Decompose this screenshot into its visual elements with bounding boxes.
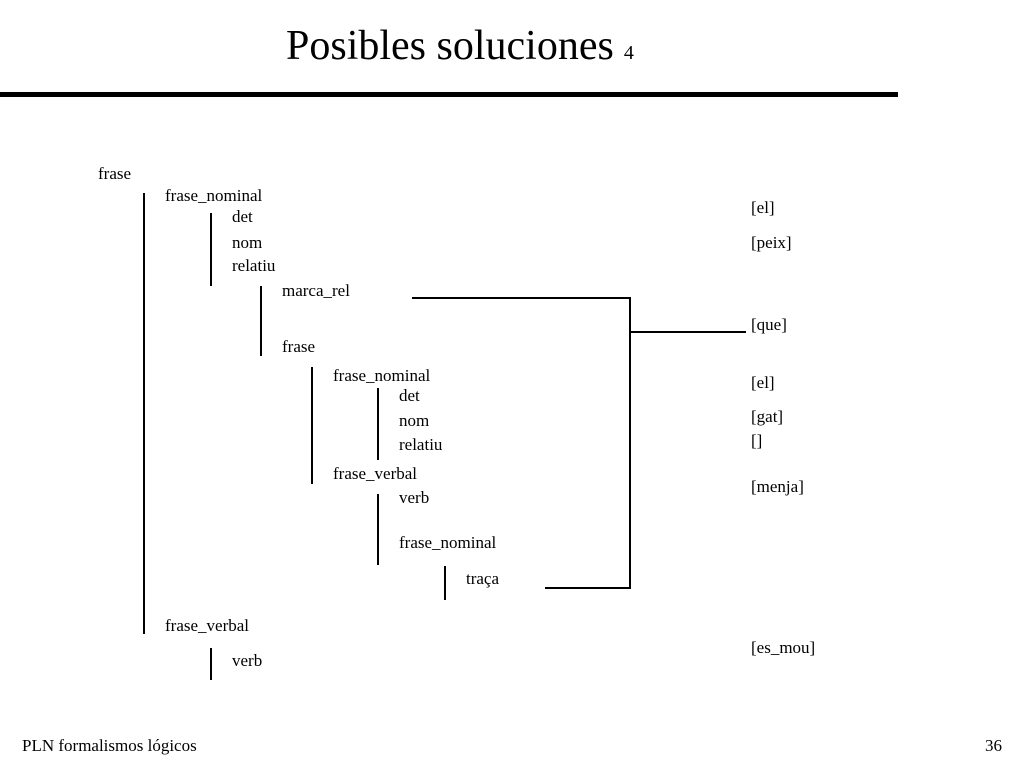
connector-que <box>629 331 746 333</box>
node-det-2: det <box>399 386 420 405</box>
value-gat: [gat] <box>751 407 784 426</box>
value-empty: [] <box>751 431 763 450</box>
value-menja: [menja] <box>751 477 804 496</box>
title-number: 4 <box>623 42 634 64</box>
node-nom-1: nom <box>232 233 263 252</box>
node-frase-verbal-1: frase_verbal <box>165 616 250 635</box>
node-frase-nominal-1: frase_nominal <box>165 186 263 205</box>
node-frase-verbal-2: frase_verbal <box>333 464 418 483</box>
node-marca-rel: marca_rel <box>282 281 350 300</box>
value-es-mou: [es_mou] <box>751 638 816 657</box>
bracket-line-fv2 <box>377 494 379 565</box>
node-frase-nominal-2: frase_nominal <box>333 366 431 385</box>
node-verb-2: verb <box>399 488 430 507</box>
node-nom-2: nom <box>399 411 430 430</box>
connector-marca-rel <box>412 297 631 299</box>
node-frase-2: frase <box>282 337 316 356</box>
node-frase-nominal-3: frase_nominal <box>399 533 497 552</box>
connector-traca <box>545 587 631 589</box>
value-el-1: [el] <box>751 198 775 217</box>
bracket-line-frase <box>143 193 145 634</box>
bracket-line-fn1 <box>210 213 212 286</box>
footer-page-number: 36 <box>985 736 1002 755</box>
slide-title: Posibles soluciones 4 <box>286 20 634 79</box>
bracket-line-fn2 <box>377 388 379 460</box>
node-verb-1: verb <box>232 651 263 670</box>
footer-course: PLN formalismos lógicos <box>22 736 197 755</box>
title-text: Posibles soluciones <box>286 23 614 69</box>
node-traca: traça <box>466 569 500 588</box>
value-peix: [peix] <box>751 233 792 252</box>
bracket-line-relatiu1 <box>260 286 262 356</box>
connector-vertical <box>629 297 631 589</box>
bracket-line-fn3 <box>444 566 446 600</box>
bracket-line-fv1 <box>210 648 212 680</box>
node-relatiu-1: relatiu <box>232 256 276 275</box>
value-que: [que] <box>751 315 787 334</box>
bracket-line-frase2 <box>311 367 313 484</box>
node-det-1: det <box>232 207 253 226</box>
node-relatiu-2: relatiu <box>399 435 443 454</box>
value-el-2: [el] <box>751 373 775 392</box>
title-rule <box>0 92 898 97</box>
node-frase-root: frase <box>98 164 132 183</box>
